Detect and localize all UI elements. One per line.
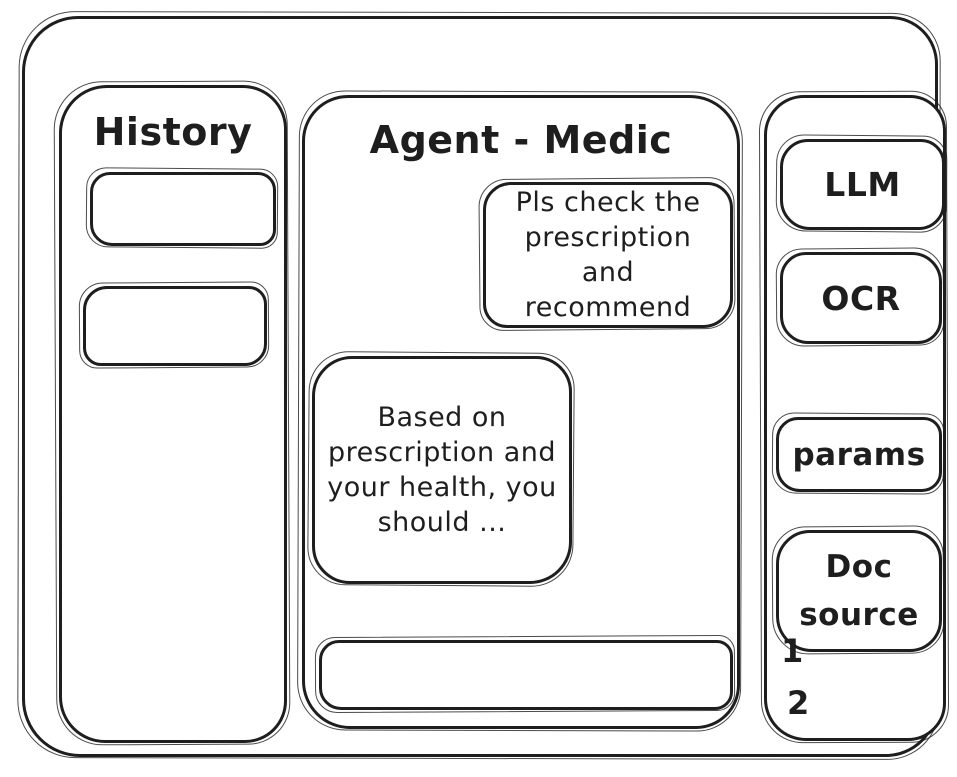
history-item[interactable] bbox=[83, 286, 267, 366]
doc-source-item[interactable]: 2 bbox=[787, 684, 810, 722]
doc-source-button[interactable]: Doc source bbox=[776, 530, 942, 652]
assistant-message-bubble: Based on prescription and your health, y… bbox=[312, 356, 572, 584]
chat-title: Agent - Medic bbox=[369, 118, 673, 162]
message-input-box bbox=[319, 640, 733, 710]
doc-source-item[interactable]: 1 bbox=[781, 632, 804, 670]
user-message-bubble: Pls check the prescription and recommend bbox=[483, 182, 733, 328]
chat-panel: Agent - Medic Pls check the prescription… bbox=[302, 95, 740, 729]
history-title: History bbox=[93, 110, 253, 154]
history-item[interactable] bbox=[90, 172, 276, 246]
params-button[interactable]: params bbox=[776, 417, 942, 492]
tools-panel: LLM OCR params Doc source 1 2 bbox=[764, 95, 946, 741]
llm-button[interactable]: LLM bbox=[780, 139, 945, 230]
history-panel: History bbox=[59, 85, 287, 743]
ocr-button[interactable]: OCR bbox=[780, 252, 942, 344]
window-frame: History Agent - Medic Pls check the pres… bbox=[22, 16, 946, 757]
message-input[interactable] bbox=[322, 643, 730, 707]
